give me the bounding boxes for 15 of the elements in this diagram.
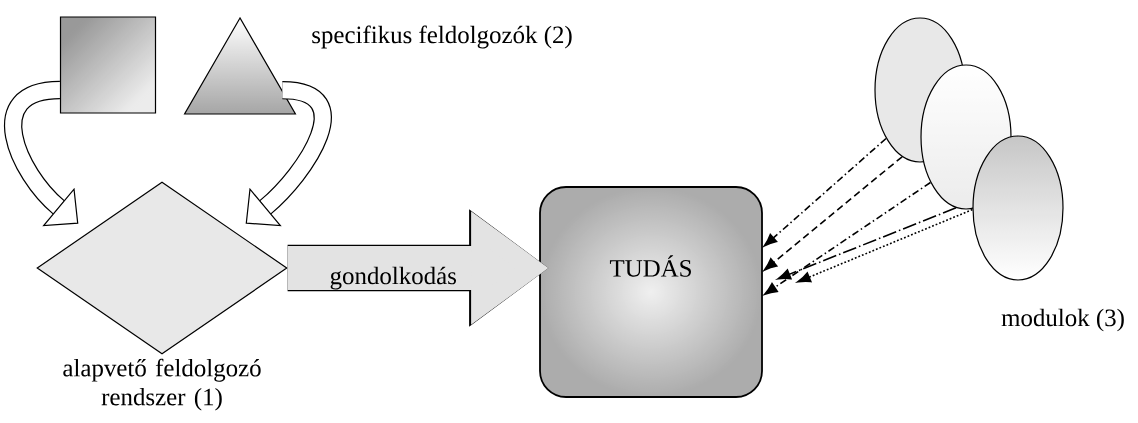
node-label: TUDÁS (609, 255, 691, 277)
square-shape (59, 16, 157, 114)
node-caption: alapvető feldolgozó rendszer (1) (63, 358, 261, 411)
block-arrow (245, 81, 332, 227)
arrow (777, 207, 957, 280)
arrow (763, 156, 903, 271)
block-arrow (4, 80, 79, 227)
arrow (763, 181, 932, 295)
arrow (763, 137, 887, 247)
label: modulok (3) (1001, 308, 1124, 332)
knowledge-box (539, 186, 763, 398)
arrow (797, 208, 974, 283)
edge-label: gondolkodás (330, 266, 456, 290)
module-ellipse (972, 135, 1064, 281)
diamond-shape (36, 181, 288, 355)
